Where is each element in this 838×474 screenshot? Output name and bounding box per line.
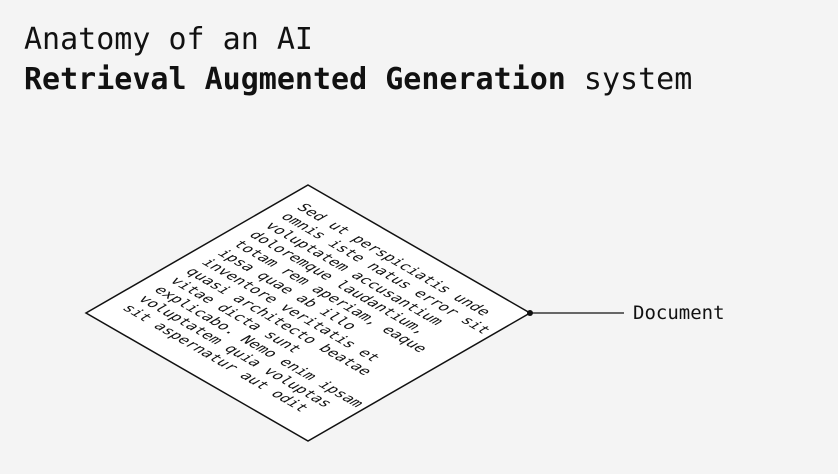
document-sheet	[84, 184, 532, 442]
document-connector-dot	[527, 310, 533, 316]
document-label: Document	[633, 302, 725, 324]
title-bold-part: Retrieval Augmented Generation	[24, 62, 566, 97]
title-rest-part: system	[565, 62, 693, 97]
title-line-2: Retrieval Augmented Generation system	[24, 62, 692, 97]
title-line-1: Anatomy of an AI	[24, 22, 313, 57]
